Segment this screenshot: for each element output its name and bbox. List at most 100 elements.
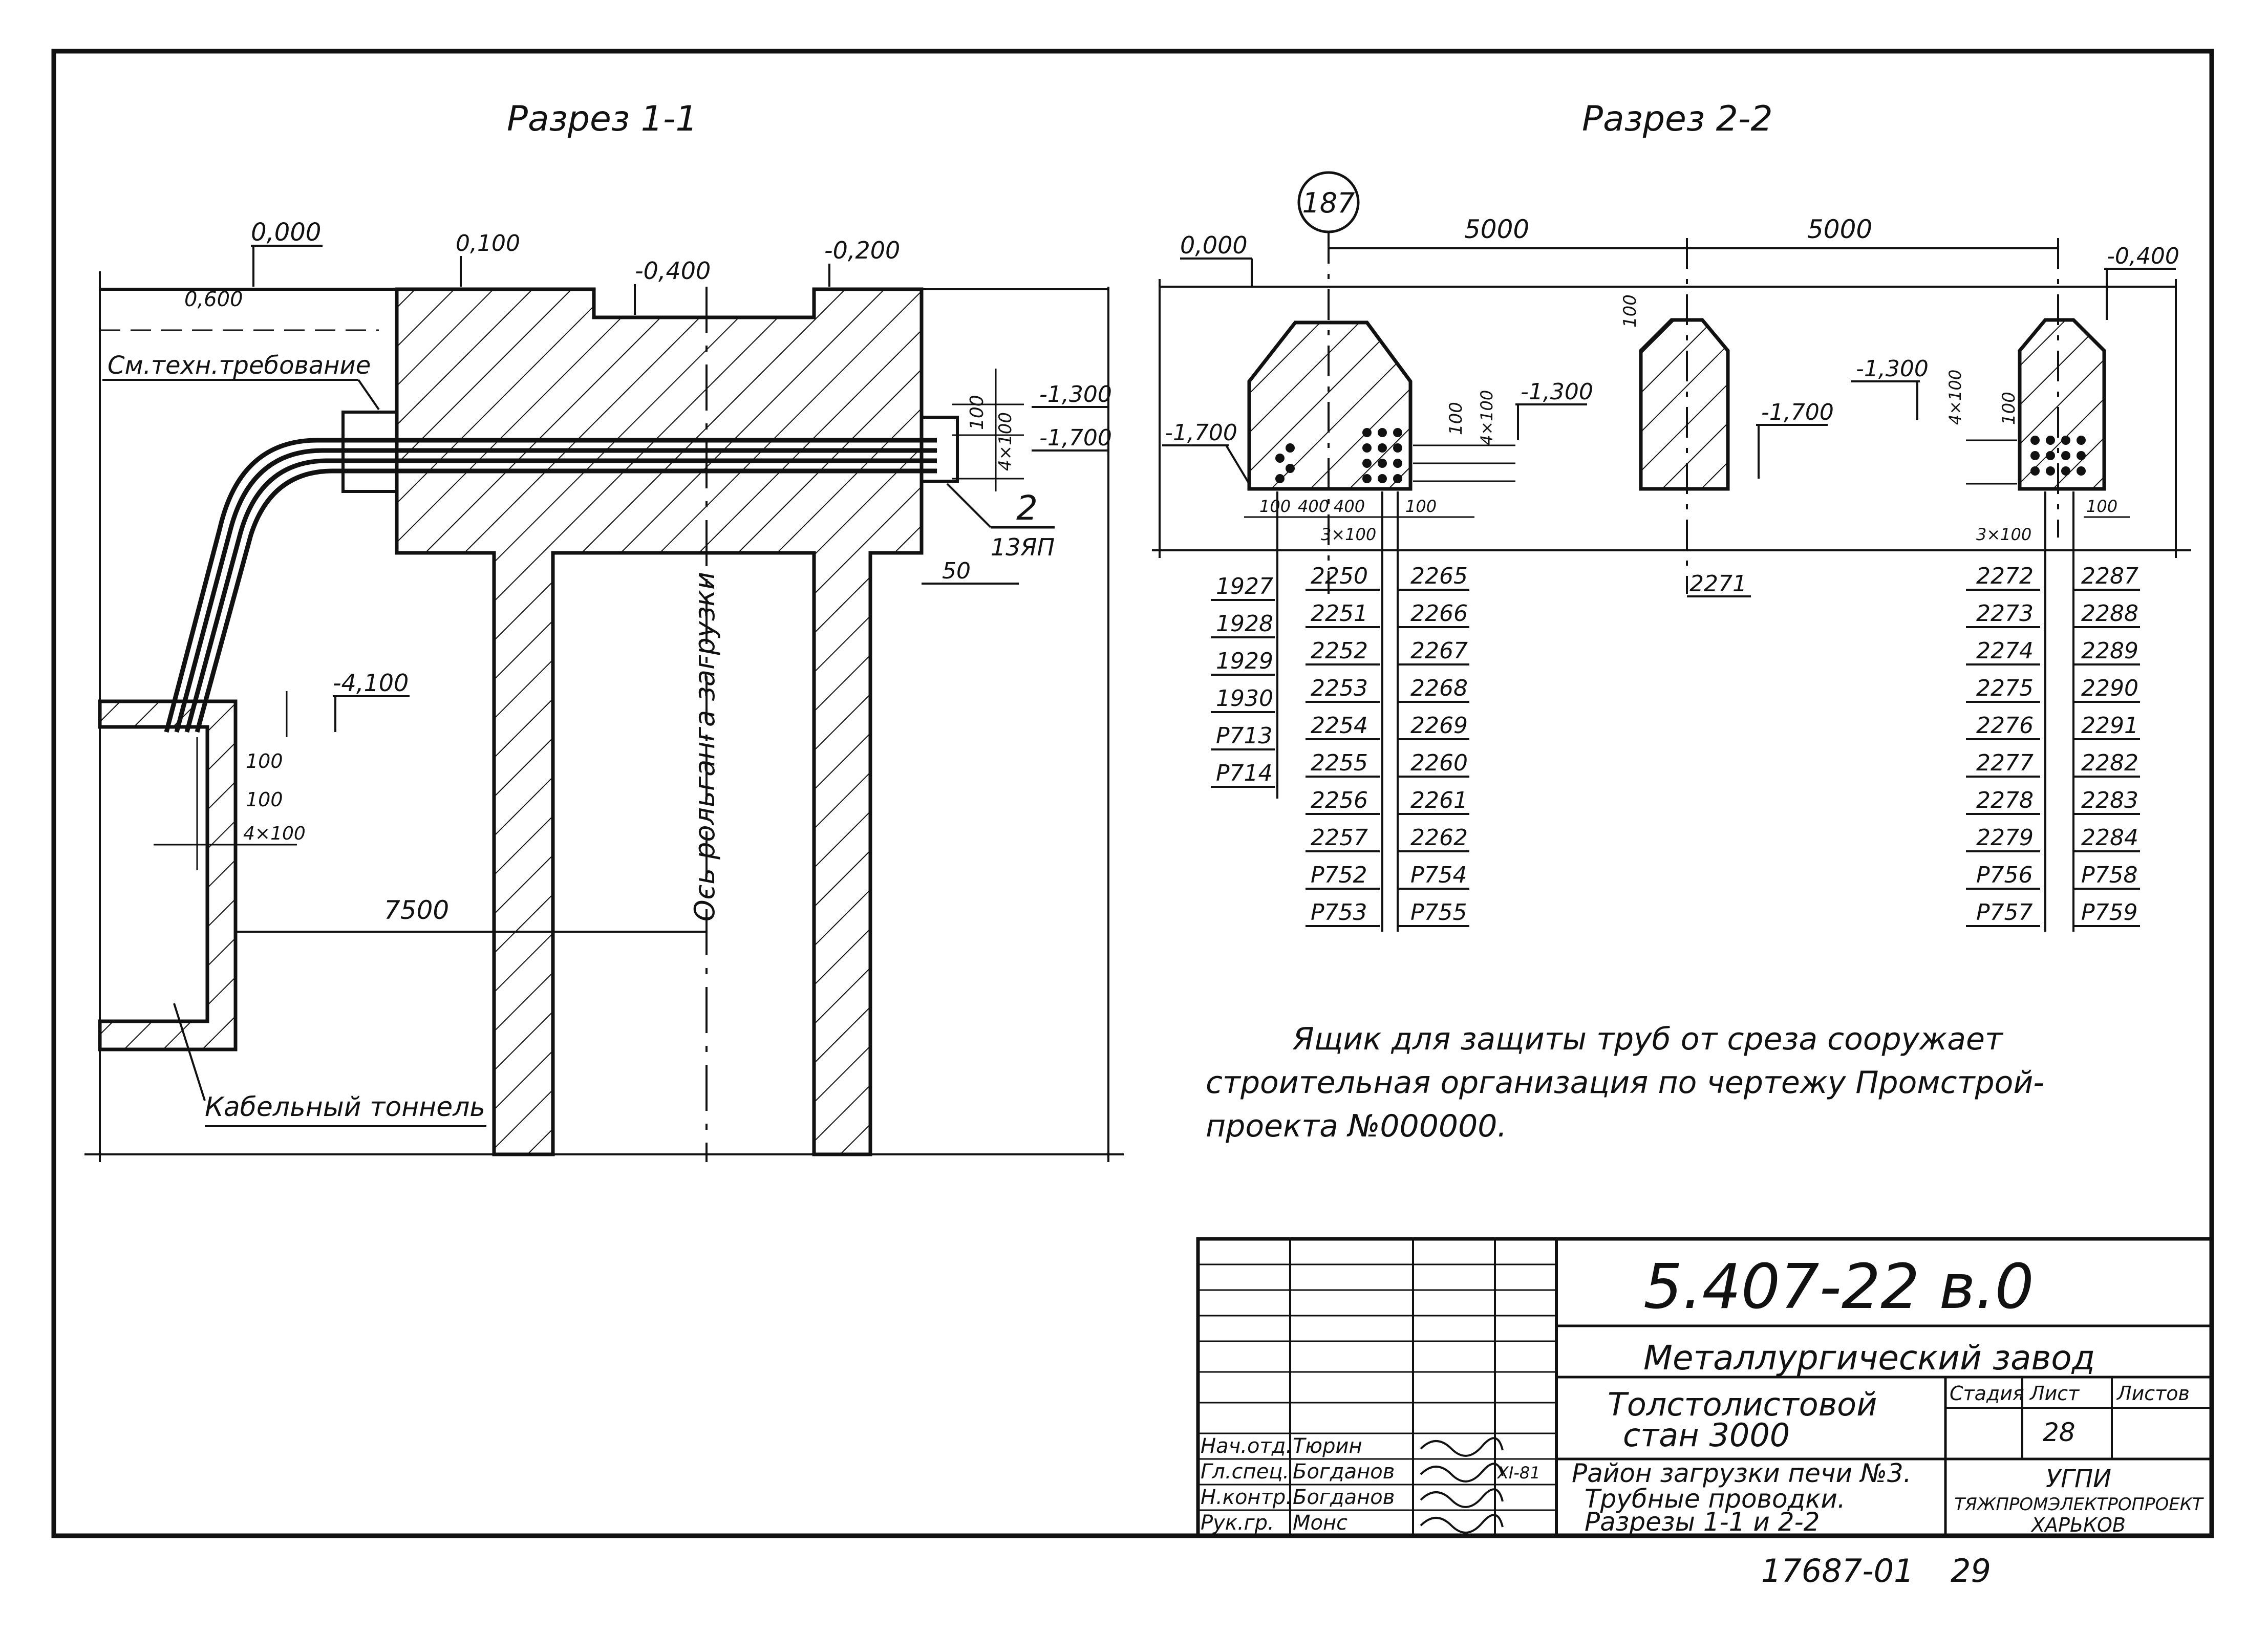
pipe-label: 2290 (2081, 675, 2138, 701)
pipe-label: 2265 (1410, 563, 1468, 589)
pipe-label: 2254 (1311, 713, 1368, 739)
tech-requirement-note: См.техн.требование (108, 351, 371, 380)
section-2-2-title: Разрез 2-2 (1582, 99, 1773, 139)
object-line-1: Толстолистовой (1608, 1386, 1877, 1423)
inventory-number: 17687-01 (1761, 1552, 1914, 1590)
pipe-label: 2278 (1976, 787, 2034, 813)
org-name-1: УГПИ (2046, 1465, 2111, 1493)
pipe-dots-left (1275, 428, 1402, 483)
cable-tunnel-wall (98, 699, 238, 1051)
s11-level-1700: -1,700 (1039, 425, 1112, 451)
pipe-label: 2273 (1976, 600, 2034, 627)
signer-role: Гл.спец. (1201, 1460, 1289, 1484)
s22-level-0400: -0,400 (2107, 243, 2179, 269)
callout-number: 2 (1016, 488, 1038, 528)
col-sheets: Листов (2116, 1382, 2190, 1405)
pipe-label: 2291 (2081, 713, 2138, 739)
pipe-sleeve-left (341, 411, 398, 493)
s11-dim-4x100: 4×100 (995, 412, 1016, 471)
s22-dim-4x100-b: 4×100 (1945, 370, 1965, 425)
col-sheet: Лист (2029, 1382, 2080, 1405)
signer-role: Н.контр. (1201, 1486, 1292, 1509)
s22-level-1700-a-leader (1225, 444, 1250, 485)
pipe-label: 2266 (1410, 600, 1468, 627)
s11-level-1300: -1,300 (1039, 381, 1112, 407)
s22-dim-4x100-a: 4×100 (1477, 390, 1496, 445)
signer-name: Тюрин (1293, 1434, 1362, 1458)
s22-dim-5000-b: 5000 (1807, 214, 1872, 244)
s11-dim-100-b: 100 (246, 788, 283, 811)
s22-dim-100-d: 100 (1405, 497, 1437, 516)
col-stage: Стадия (1950, 1382, 2024, 1405)
pipe-label: 2288 (2081, 600, 2138, 627)
s11-dim-7500: 7500 (384, 895, 449, 925)
pipe-label: Р713 (1216, 723, 1273, 749)
s22-dim-3x100-a: 3×100 (1321, 525, 1376, 544)
pipe-label: Р753 (1311, 899, 1367, 926)
note-line-1: Ящик для защиты труб от среза сооружает (1292, 1021, 2004, 1057)
s22-level-1300-b: -1,300 (1856, 356, 1929, 382)
axis-mark-number: 187 (1302, 187, 1355, 219)
sheet-title-3: Разрезы 1-1 и 2-2 (1585, 1507, 1820, 1537)
s11-level-4100: -4,100 (333, 669, 409, 697)
s22-level-0000: 0,000 (1180, 231, 1248, 259)
s11-level-0600: 0,600 (184, 288, 243, 311)
s22-dim-400-a: 400 (1298, 497, 1329, 516)
s11-dim-4x100-b: 4×100 (243, 823, 306, 844)
signature-mark (1420, 1463, 1504, 1483)
note-line-3: проекта №000000. (1206, 1108, 1507, 1144)
loading-axis-label: Ось рольганга загрузки (689, 572, 721, 921)
pipe-label: 2284 (2081, 825, 2138, 851)
signer-date: XI-81 (1496, 1463, 1540, 1483)
s22-mid-label: 2271 (1689, 571, 1747, 597)
axis-mark-circle (1297, 171, 1360, 233)
pipe-label: Р758 (2081, 862, 2138, 888)
project-name: Металлургический завод (1643, 1338, 2095, 1378)
tech-requirement-leader (357, 379, 380, 411)
pipe-label: 2287 (2081, 563, 2138, 589)
pipe-label: 2275 (1976, 675, 2034, 701)
signer-name: Монс (1293, 1511, 1347, 1535)
signer-name: Богданов (1293, 1486, 1395, 1509)
s11-dim-100: 100 (967, 395, 988, 430)
section-1-1-title: Разрез 1-1 (507, 99, 698, 139)
signature-mark (1420, 1514, 1504, 1534)
pipe-label: 2289 (2081, 638, 2138, 664)
pipe-label: 2282 (2081, 750, 2138, 776)
pipe-label: Р759 (2081, 899, 2138, 926)
doc-number: 5.407-22 в.0 (1643, 1252, 2034, 1323)
s22-level-1700-a: -1,700 (1165, 420, 1237, 446)
s22-dim-400-b: 400 (1334, 497, 1365, 516)
s11-level-0000: 0,000 (251, 218, 321, 247)
pipe-dots-right (2030, 436, 2086, 476)
label-columns: 1927192819291930Р713Р7142250225122522253… (1211, 491, 2140, 932)
pipe-label: 2252 (1311, 638, 1368, 664)
pipe-label: Р755 (1410, 899, 1467, 926)
pipe-label: 1929 (1216, 648, 1273, 674)
signer-role: Нач.отд. (1201, 1434, 1292, 1458)
s22-dim-100-mid: 100 (1620, 294, 1640, 328)
s11-level-0100: 0,100 (456, 230, 520, 256)
s22-dim-3x100-b: 3×100 (1976, 525, 2031, 544)
pipe-label: 2260 (1410, 750, 1468, 776)
pier-right (2018, 318, 2106, 491)
signer-name: Богданов (1293, 1460, 1395, 1484)
callout-sheet: 13ЯП (991, 533, 1055, 561)
s11-dim-100-a: 100 (246, 750, 283, 772)
callout-leader (946, 483, 992, 528)
s22-dim-5000-a: 5000 (1464, 214, 1529, 244)
pipe-label: 2277 (1976, 750, 2034, 776)
org-name-3: ХАРЬКОВ (2030, 1514, 2126, 1536)
pipe-label: 2250 (1311, 563, 1368, 589)
pipe-label: 2256 (1311, 787, 1368, 813)
pipe-label: 1930 (1216, 685, 1273, 712)
s11-level-0200: -0,200 (824, 237, 900, 264)
section-1-1: Разрез 1-1 Ось рольганга загрузки Кабель… (84, 99, 1124, 1162)
signature-mark (1420, 1488, 1504, 1508)
pipe-label: 2283 (2081, 787, 2138, 813)
pipe-label: 1928 (1216, 611, 1273, 637)
pipe-label: 2253 (1311, 675, 1368, 701)
pipe-label: 2272 (1976, 563, 2034, 589)
pipe-label: Р752 (1311, 862, 1367, 888)
